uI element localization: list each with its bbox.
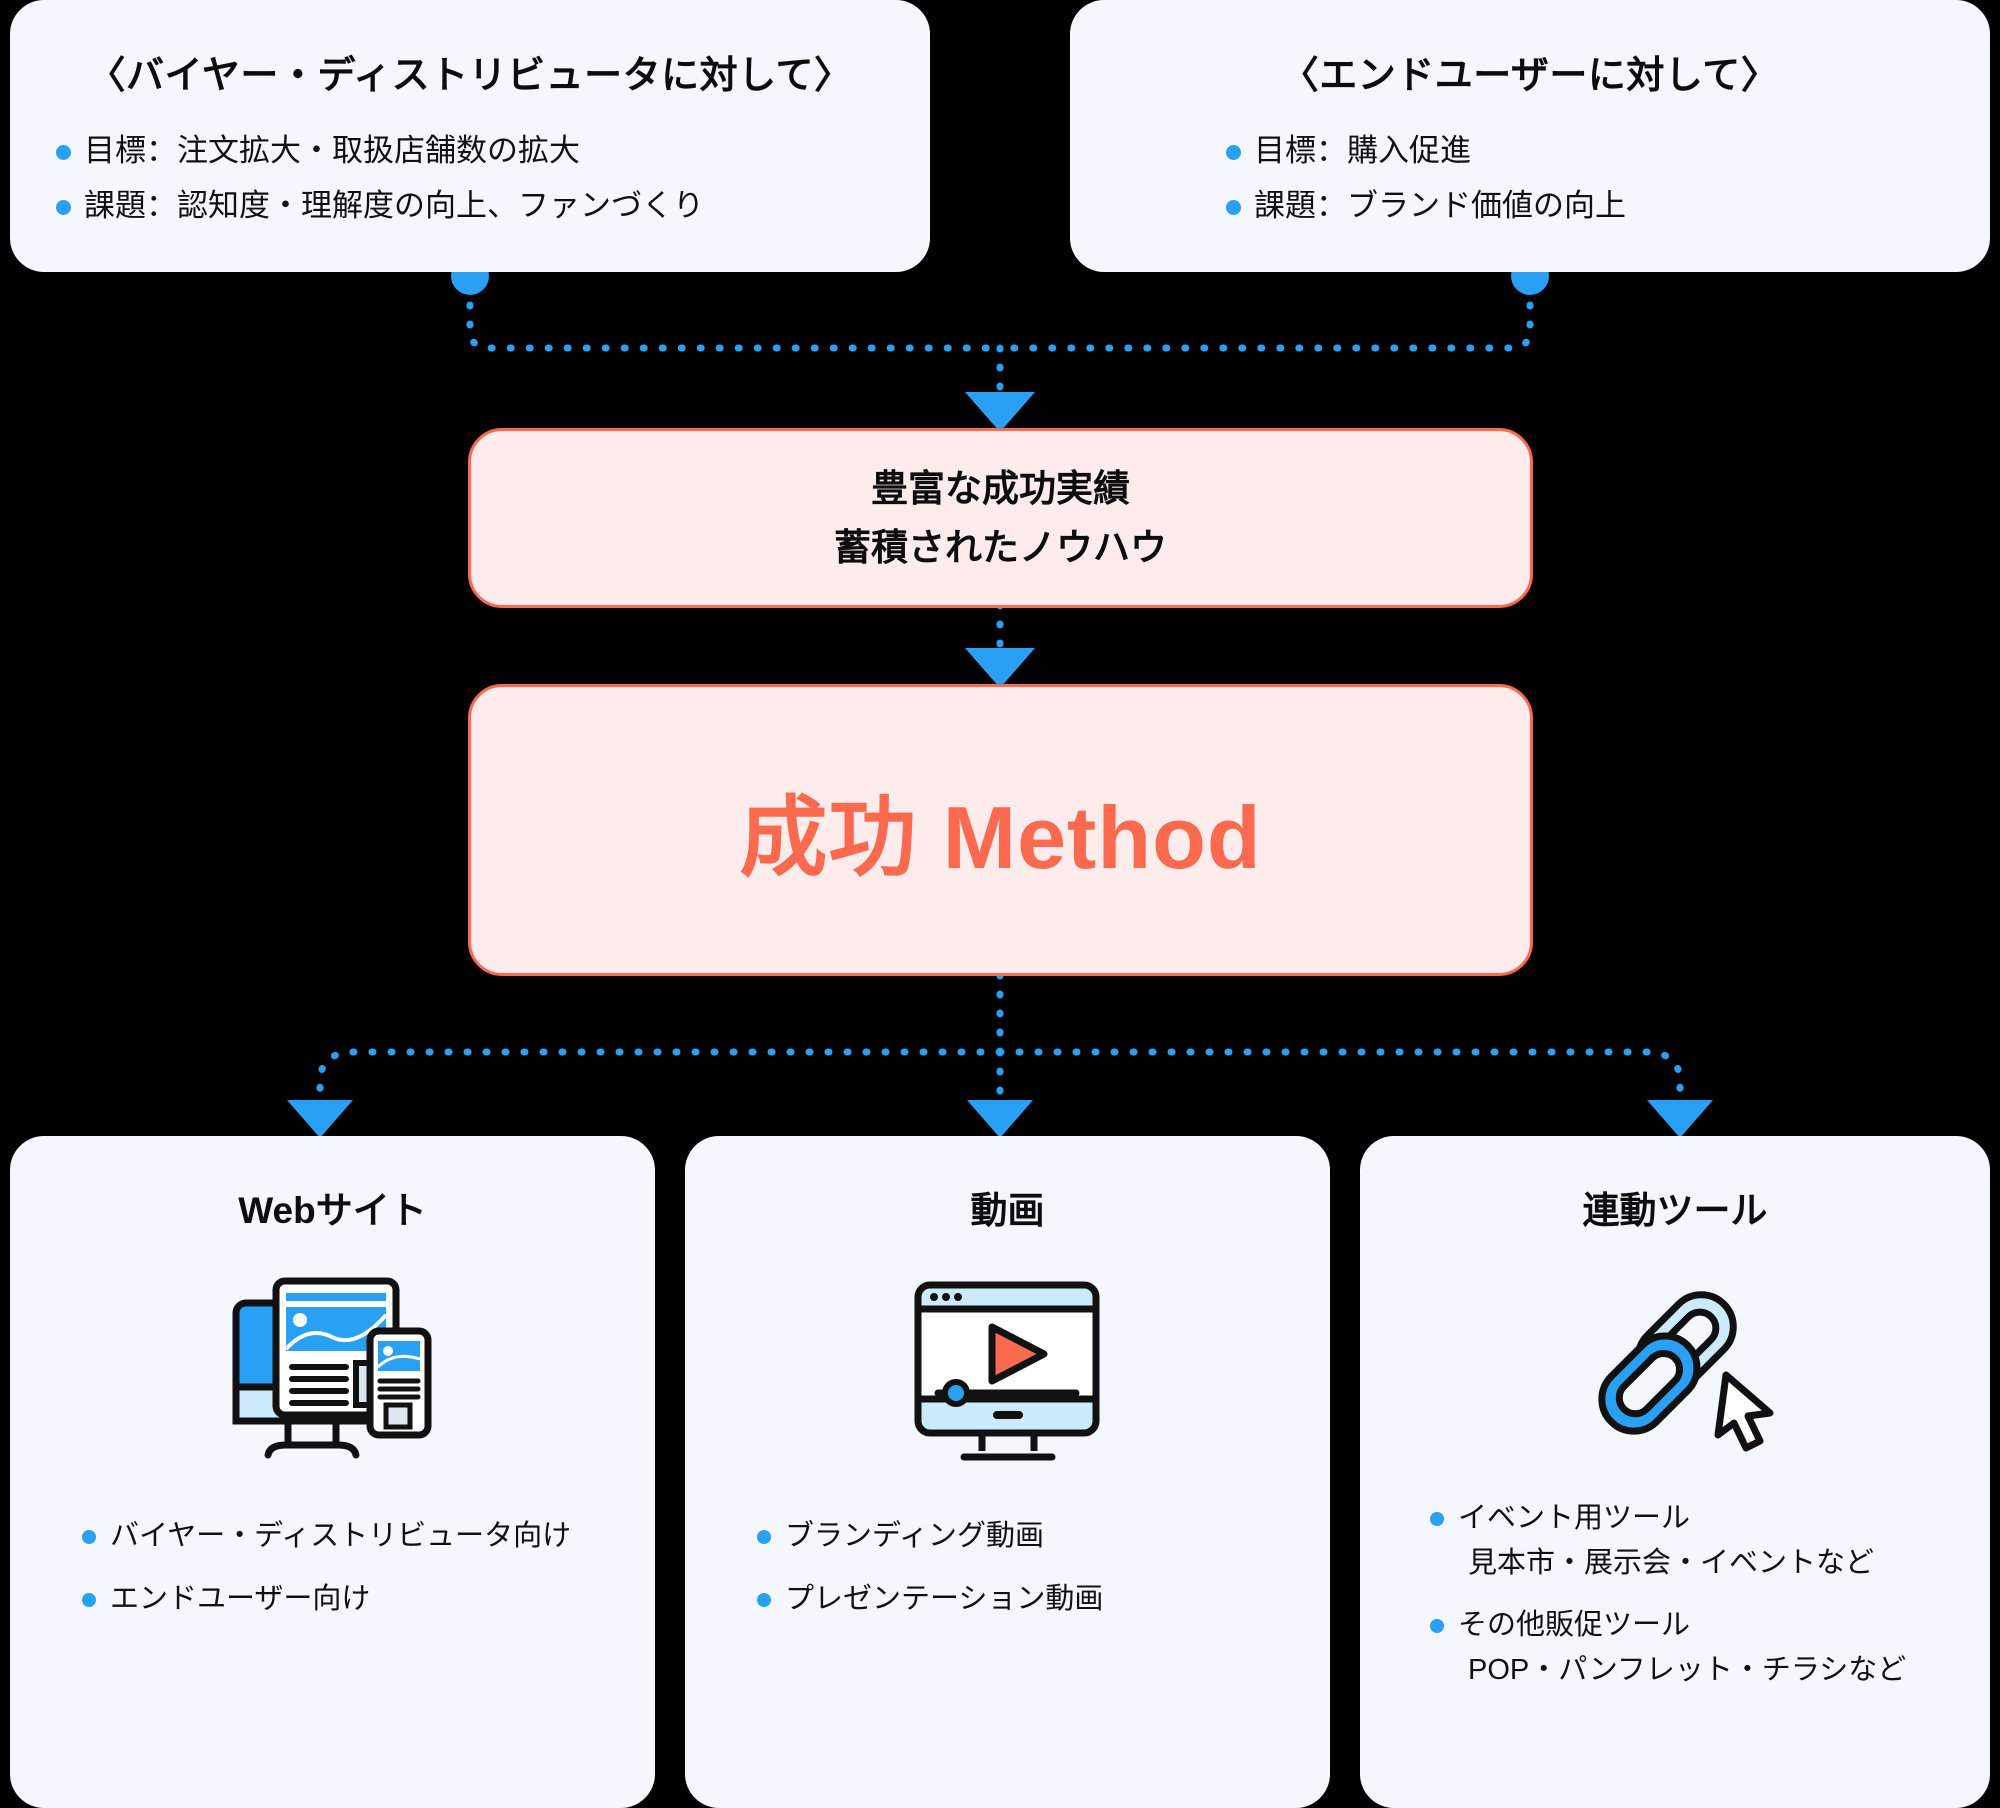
- arrow-into-video-card: [967, 1100, 1033, 1138]
- linked-tools-card-title: 連動ツール: [1582, 1190, 1768, 1231]
- experience-line-1: 豊富な成功実績: [871, 467, 1130, 509]
- list-item: その他販促ツール POP・パンフレット・チラシなど: [1428, 1605, 1956, 1690]
- website-card[interactable]: Webサイト: [10, 1136, 655, 1808]
- list-item-sub: 見本市・展示会・イベントなど: [1468, 1546, 1875, 1579]
- linked-tools-card[interactable]: 連動ツール イベント用ツール 見本市・展示会・イベントなど: [1360, 1136, 1990, 1808]
- website-monitor-mobile-icon: [232, 1277, 431, 1459]
- success-method-box[interactable]: 成功 Method: [468, 684, 1533, 976]
- arrow-into-tools-card: [1647, 1100, 1713, 1138]
- arrow-into-website-card: [287, 1100, 353, 1138]
- list-item: ブランディング動画: [755, 1516, 1296, 1557]
- experience-know-how-box[interactable]: 豊富な成功実績 蓄積されたノウハウ: [468, 428, 1533, 608]
- video-player-icon: [914, 1281, 1099, 1461]
- video-icon-container: [719, 1270, 1296, 1470]
- list-item: 課題：ブランド価値の向上: [1220, 184, 1950, 229]
- list-item: バイヤー・ディストリビュータ向け: [80, 1516, 621, 1557]
- list-item: イベント用ツール 見本市・展示会・イベントなど: [1428, 1498, 1956, 1583]
- end-user-card-title: 〈エンドユーザーに対して〉: [1280, 55, 1780, 97]
- linked-tools-icon-container: [1394, 1258, 1956, 1468]
- chain-link-cursor-icon: [1598, 1291, 1774, 1452]
- success-method-label: 成功 Method: [739, 787, 1262, 887]
- linked-tools-card-bullets: イベント用ツール 見本市・展示会・イベントなど その他販促ツール POP・パンフ…: [1394, 1498, 1956, 1690]
- end-user-card[interactable]: 〈エンドユーザーに対して〉 目標：購入促進 課題：ブランド価値の向上: [1070, 0, 1990, 272]
- buyer-card-bullets: 目標：注文拡大・取扱店舗数の拡大 課題：認知度・理解度の向上、ファンづくり: [50, 129, 890, 229]
- connector-enduser-to-merge: [996, 282, 1534, 352]
- website-icon-container: [44, 1270, 621, 1470]
- video-card-bullets: ブランディング動画 プレゼンテーション動画: [719, 1516, 1296, 1619]
- connector-method-to-right-card: [996, 1048, 1684, 1104]
- website-card-bullets: バイヤー・ディストリビュータ向け エンドユーザー向け: [44, 1516, 621, 1619]
- video-card[interactable]: 動画 ブランディング動画 プレゼンテーション動画: [685, 1136, 1330, 1808]
- list-item-main: イベント用ツール: [1458, 1502, 1691, 1534]
- list-item-sub: POP・パンフレット・チラシなど: [1468, 1653, 1907, 1686]
- video-card-title: 動画: [970, 1190, 1045, 1231]
- list-item-main: ブランディング動画: [785, 1520, 1044, 1552]
- list-item: エンドユーザー向け: [80, 1579, 621, 1620]
- connector-buyer-to-merge: [466, 282, 1004, 352]
- buyer-card-title: 〈バイヤー・ディストリビュータに対して〉: [87, 55, 853, 97]
- experience-box-text: 豊富な成功実績 蓄積されたノウハウ: [834, 459, 1167, 577]
- list-item: 課題：認知度・理解度の向上、ファンづくり: [50, 184, 890, 229]
- buyer-distributor-card[interactable]: 〈バイヤー・ディストリビュータに対して〉 目標：注文拡大・取扱店舗数の拡大 課題…: [10, 0, 930, 272]
- experience-line-2: 蓄積されたノウハウ: [834, 527, 1167, 568]
- list-item: 目標：注文拡大・取扱店舗数の拡大: [50, 129, 890, 174]
- list-item-main: プレゼンテーション動画: [785, 1582, 1104, 1615]
- end-user-card-bullets: 目標：購入促進 課題：ブランド価値の向上: [1110, 129, 1950, 229]
- connector-method-to-left-card: [316, 1048, 1004, 1104]
- list-item-main: バイヤー・ディストリビュータ向け: [110, 1520, 572, 1552]
- website-card-title: Webサイト: [238, 1190, 427, 1231]
- arrow-into-experience-box: [965, 392, 1035, 432]
- list-item-main: その他販促ツール: [1458, 1609, 1691, 1642]
- list-item: 目標：購入促進: [1220, 129, 1950, 174]
- list-item-main: エンドユーザー向け: [110, 1582, 371, 1615]
- list-item: プレゼンテーション動画: [755, 1579, 1296, 1620]
- arrow-into-method-box: [965, 648, 1035, 688]
